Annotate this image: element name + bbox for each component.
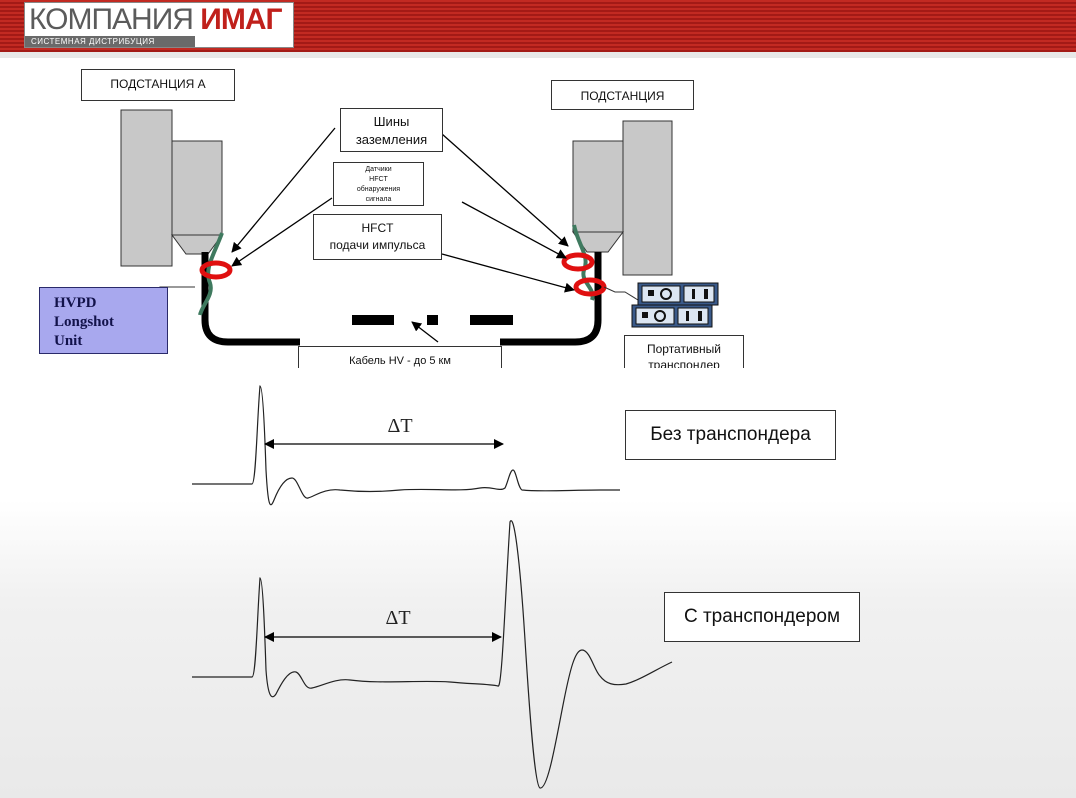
hvpd-line-3: Unit — [54, 333, 83, 349]
hv-cable-right — [500, 252, 602, 346]
transponder-wire — [603, 286, 639, 301]
without-transponder-label: Без транспондера — [625, 410, 836, 460]
portable-transponder-label: Портативный транспондер — [624, 335, 744, 368]
delta-t-label-top: ΔT — [387, 415, 412, 437]
substation-a-drawing — [120, 109, 223, 267]
header-banner: КОМПАНИЯ ИМАГ СИСТЕМНАЯ ДИСТРИБУЦИЯ — [0, 0, 1076, 52]
waveform-with-transponder — [192, 520, 673, 789]
hfct-sensor-b — [561, 252, 595, 272]
arrow-sensor-b — [461, 201, 567, 259]
delta-t-label-bottom: ΔT — [385, 607, 410, 629]
hfct-sensor-a — [199, 260, 233, 280]
transponder-device — [631, 282, 719, 328]
hvpd-line-1: HVPD — [54, 295, 97, 311]
logo-subtitle: СИСТЕМНАЯ ДИСТРИБУЦИЯ — [25, 36, 195, 47]
portable-line-2: транспондер — [648, 358, 720, 368]
cable-dash-3 — [470, 315, 513, 325]
pulse-line-1: HFCT — [361, 221, 394, 235]
ground-strap-a — [198, 232, 224, 316]
sensor-line-4: сигнала — [365, 196, 392, 203]
company-logo: КОМПАНИЯ ИМАГ СИСТЕМНАЯ ДИСТРИБУЦИЯ — [24, 2, 294, 48]
cable-dash-2 — [427, 315, 438, 325]
ground-bars-label: Шины заземления — [340, 108, 443, 152]
logo-title-company: КОМПАНИЯ — [29, 3, 201, 36]
cable-label: Кабель HV - до 5 км — [298, 346, 502, 368]
waveform-without-transponder — [192, 385, 620, 506]
ground-bars-line-1: Шины — [373, 114, 410, 129]
sensor-line-3: обнаружения — [356, 186, 401, 193]
sensor-label: Датчики HFCT обнаружения сигнала — [333, 162, 424, 206]
sensor-line-1: Датчики — [365, 166, 392, 173]
hvpd-line-2: Longshot — [54, 314, 115, 330]
logo-title-brand: ИМАГ — [200, 3, 282, 36]
logo-title: КОМПАНИЯ ИМАГ — [29, 3, 283, 36]
hv-cable-left — [201, 252, 300, 346]
arrow-sensor-a — [231, 197, 333, 267]
cable-dash-1 — [352, 315, 394, 325]
sensor-line-2: HFCT — [369, 176, 388, 183]
portable-line-1: Портативный — [646, 342, 721, 356]
hvpd-unit-box: HVPD Longshot Unit — [39, 287, 168, 354]
ground-bars-line-2: заземления — [355, 132, 428, 147]
pulse-line-2: подачи импульса — [329, 238, 426, 252]
substation-a-label: ПОДСТАНЦИЯ А — [81, 69, 235, 101]
arrow-ground-a — [231, 127, 336, 253]
arrow-cable — [411, 321, 439, 343]
substation-b-drawing — [572, 120, 673, 276]
arrow-pulse — [441, 253, 575, 293]
substation-b-label: ПОДСТАНЦИЯ — [551, 80, 694, 110]
header-divider — [0, 52, 1076, 58]
arrow-ground-b — [441, 133, 569, 247]
with-transponder-label: С транспондером — [664, 592, 860, 642]
pulse-hfct-label: HFCT подачи импульса — [313, 214, 442, 260]
